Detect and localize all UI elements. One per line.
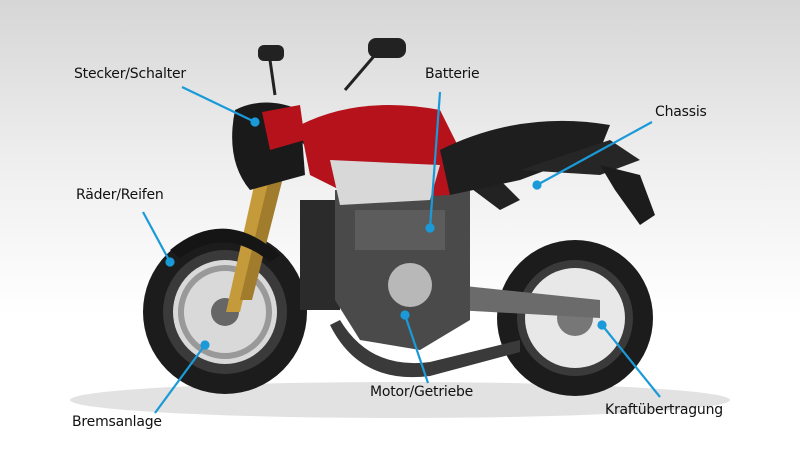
label-kraftuebertragung: Kraftübertragung — [605, 402, 723, 418]
label-chassis: Chassis — [655, 104, 707, 120]
callout-line-stecker — [181, 86, 256, 123]
callout-line-kraft — [601, 324, 661, 398]
front-wheel — [143, 230, 307, 394]
callout-line-bremsen — [154, 344, 206, 414]
callout-line-chassis — [536, 121, 653, 186]
label-batterie: Batterie — [425, 66, 480, 82]
rear-wheel — [497, 240, 653, 396]
label-bremsanlage: Bremsanlage — [72, 414, 162, 430]
callout-line-batterie — [428, 91, 442, 229]
label-stecker-schalter: Stecker/Schalter — [74, 66, 186, 82]
label-motor-getriebe: Motor/Getriebe — [370, 384, 474, 400]
label-raeder-reifen: Räder/Reifen — [76, 187, 164, 203]
callout-line-motor — [403, 314, 430, 384]
callout-line-raeder — [142, 211, 171, 263]
